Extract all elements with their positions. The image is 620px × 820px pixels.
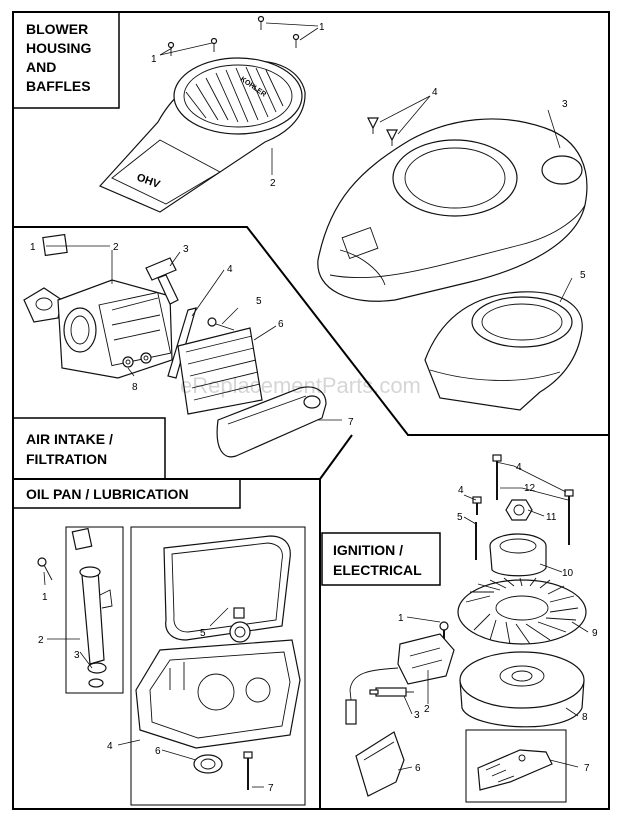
part-number: 2 bbox=[113, 242, 119, 253]
spark-plug bbox=[369, 687, 414, 697]
part-number: 1 bbox=[151, 54, 157, 65]
blower-parts: OHV KOHLER bbox=[98, 15, 588, 411]
flywheel-fan bbox=[457, 577, 587, 645]
air-baffle bbox=[424, 291, 583, 411]
part-number: 8 bbox=[132, 382, 138, 393]
dipstick-tube bbox=[71, 527, 113, 688]
watermark-text: eReplacementParts.com bbox=[180, 373, 421, 398]
part-number: 6 bbox=[278, 319, 284, 330]
part-number: 1 bbox=[398, 613, 404, 624]
brake-assembly bbox=[477, 749, 553, 791]
part-number: 5 bbox=[256, 296, 262, 307]
ignition-parts bbox=[345, 454, 587, 803]
ignition-title-line-1: IGNITION / bbox=[333, 542, 403, 558]
part-number: 2 bbox=[270, 178, 276, 189]
air-intake-parts bbox=[23, 233, 327, 458]
oil-title: OIL PAN / LUBRICATION bbox=[26, 486, 189, 502]
part-number: 11 bbox=[546, 512, 557, 523]
blower-title-line-4: BAFFLES bbox=[26, 78, 91, 94]
part-number: 6 bbox=[415, 763, 421, 774]
part-number: 3 bbox=[562, 99, 568, 110]
part-number: 1 bbox=[30, 242, 36, 253]
screw-icon bbox=[37, 557, 53, 581]
blower-title-line-2: HOUSING bbox=[26, 40, 91, 56]
breather-tube bbox=[145, 257, 179, 305]
section-titles: BLOWER HOUSING AND BAFFLES AIR INTAKE / … bbox=[26, 21, 422, 578]
part-number: 4 bbox=[432, 87, 438, 98]
part-number: 5 bbox=[457, 512, 463, 523]
oil-pan-gasket bbox=[163, 535, 291, 641]
part-number: 2 bbox=[38, 635, 44, 646]
part-number: 10 bbox=[562, 568, 574, 579]
part-number: 3 bbox=[414, 710, 420, 721]
oil-pump bbox=[229, 607, 251, 643]
oil-pan bbox=[135, 639, 301, 749]
bolt-icon bbox=[243, 751, 253, 790]
part-number: 3 bbox=[183, 244, 189, 255]
part-number: 8 bbox=[582, 712, 588, 723]
part-number: 1 bbox=[319, 22, 325, 33]
fan-retainer bbox=[489, 533, 547, 577]
part-number: 4 bbox=[458, 485, 464, 496]
part-number: 3 bbox=[74, 650, 80, 661]
stud-icon bbox=[472, 454, 574, 545]
part-number: 5 bbox=[580, 270, 586, 281]
part-number: 7 bbox=[268, 783, 274, 794]
flywheel bbox=[459, 651, 585, 728]
air-rod bbox=[167, 307, 197, 379]
part-number: 7 bbox=[348, 417, 354, 428]
section-borders bbox=[12, 11, 610, 810]
part-number: 12 bbox=[524, 483, 536, 494]
oil-seal bbox=[193, 754, 223, 774]
oil-pan-parts bbox=[37, 526, 306, 806]
part-number: 6 bbox=[155, 746, 161, 757]
retainer-icon bbox=[367, 117, 398, 146]
blower-grille-shroud: OHV KOHLER bbox=[98, 57, 306, 213]
air-cleaner-cover bbox=[216, 386, 327, 458]
part-number: 4 bbox=[227, 264, 233, 275]
blower-title-line-1: BLOWER bbox=[26, 21, 88, 37]
part-number: 9 bbox=[592, 628, 598, 639]
screw-icon bbox=[167, 15, 300, 56]
part-number: 4 bbox=[107, 741, 113, 752]
label-decal-icon bbox=[42, 233, 68, 257]
flywheel-nut bbox=[505, 499, 533, 521]
air-cleaner-base bbox=[57, 279, 173, 379]
air-title-line-1: AIR INTAKE / bbox=[26, 431, 113, 447]
part-number: 4 bbox=[516, 462, 522, 473]
leader-lines bbox=[43, 22, 589, 788]
part-number: 5 bbox=[200, 628, 206, 639]
air-filter-element bbox=[177, 327, 263, 415]
part-number: 1 bbox=[42, 592, 48, 603]
air-title-line-2: FILTRATION bbox=[26, 451, 107, 467]
nut-icon bbox=[122, 352, 152, 368]
part-number: 7 bbox=[584, 763, 590, 774]
ignition-title-line-2: ELECTRICAL bbox=[333, 562, 422, 578]
blower-title-line-3: AND bbox=[26, 59, 56, 75]
part-number: 2 bbox=[424, 704, 430, 715]
gasket-icon bbox=[23, 287, 63, 323]
screw-icon bbox=[207, 317, 235, 331]
part-numbers: 1 1 2 3 4 5 1 2 3 4 5 6 7 8 1 2 3 4 5 6 … bbox=[30, 22, 598, 794]
ignition-module bbox=[345, 621, 455, 725]
blower-housing bbox=[317, 118, 588, 302]
ignition-bracket bbox=[355, 731, 405, 797]
